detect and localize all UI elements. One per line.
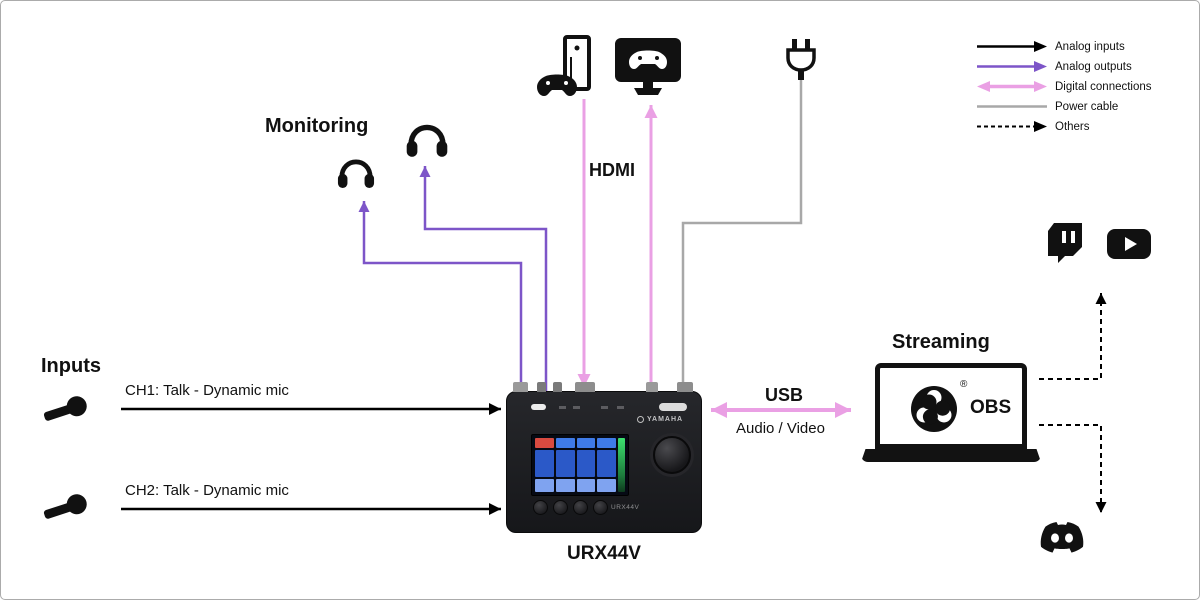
analog-output-line-icon	[977, 61, 1047, 72]
obs-label: OBS	[970, 397, 1012, 418]
wire-power-cable	[681, 79, 803, 391]
wire-stream-down	[1039, 424, 1107, 513]
legend-label: Power cable	[1055, 100, 1119, 113]
obs-logo-icon	[910, 385, 958, 438]
streaming-title: Streaming	[892, 331, 990, 353]
legend-label: Others	[1055, 120, 1090, 133]
wire-headphone-1-output	[358, 201, 523, 393]
monitoring-title: Monitoring	[265, 115, 369, 137]
screen-channel	[597, 438, 616, 492]
device-marking	[617, 406, 624, 409]
device-fader-knob	[573, 500, 588, 515]
device-indicator	[531, 404, 546, 410]
device-power-button	[659, 403, 687, 411]
device-brand: YAMAHA	[637, 416, 683, 423]
twitch-icon	[1045, 221, 1085, 270]
device-port	[553, 382, 562, 392]
device-model-print: URX44V	[611, 504, 640, 511]
ch1-label: CH1: Talk - Dynamic mic	[125, 382, 289, 399]
device-marking	[573, 406, 580, 409]
device-caption: URX44V	[567, 543, 641, 564]
discord-icon	[1039, 521, 1085, 562]
device-main-knob	[653, 436, 691, 474]
yamaha-logo-icon	[637, 416, 644, 423]
device-marking	[601, 406, 608, 409]
screen-channel	[576, 438, 596, 492]
device-power-port	[677, 382, 693, 392]
device-port	[513, 382, 528, 392]
usb-sublabel: Audio / Video	[736, 420, 825, 437]
mic-ch2-icon	[41, 487, 89, 532]
laptop-base	[861, 449, 1041, 462]
screen-channel	[555, 438, 575, 492]
legend-label: Digital connections	[1055, 80, 1152, 93]
device-fader-knob	[533, 500, 548, 515]
urx44v-device: YAMAHA URX44V	[506, 382, 702, 533]
headphones-2-icon	[405, 113, 449, 165]
device-marking	[559, 406, 566, 409]
power-cable-line-icon	[977, 105, 1047, 108]
wire-stream-up	[1039, 293, 1107, 380]
ch2-label: CH2: Talk - Dynamic mic	[125, 482, 289, 499]
device-screen	[531, 434, 629, 496]
inputs-title: Inputs	[41, 355, 101, 377]
legend: Analog inputs Analog outputs Digital con…	[977, 39, 1152, 134]
laptop-screen: ® OBS	[875, 363, 1027, 449]
mic-ch1-icon	[41, 389, 89, 434]
device-port	[537, 382, 546, 392]
screen-meter	[618, 438, 625, 492]
game-console-icon	[537, 35, 595, 104]
legend-item-analog-inputs: Analog inputs	[977, 39, 1152, 54]
device-fader-knob	[593, 500, 608, 515]
headphones-1-icon	[337, 149, 375, 196]
wire-headphone-2-output	[419, 166, 548, 393]
obs-registered-mark: ®	[960, 379, 968, 390]
usb-label: USB	[765, 385, 804, 405]
legend-item-digital-connections: Digital connections	[977, 79, 1152, 94]
analog-input-line-icon	[977, 41, 1047, 52]
gaming-monitor-icon	[614, 37, 682, 104]
legend-item-analog-outputs: Analog outputs	[977, 59, 1152, 74]
legend-label: Analog outputs	[1055, 60, 1132, 73]
hdmi-label: HDMI	[589, 160, 635, 180]
device-fader-knob	[553, 500, 568, 515]
legend-label: Analog inputs	[1055, 40, 1125, 53]
youtube-icon	[1107, 229, 1151, 264]
screen-channel	[535, 438, 554, 492]
legend-item-others: Others	[977, 119, 1152, 134]
others-line-icon	[977, 121, 1047, 132]
digital-connection-line-icon	[977, 81, 1047, 92]
legend-item-power-cable: Power cable	[977, 99, 1152, 114]
power-plug-icon	[784, 39, 818, 86]
device-hdmi-in-port	[575, 382, 595, 392]
device-hdmi-out-port	[646, 382, 658, 392]
